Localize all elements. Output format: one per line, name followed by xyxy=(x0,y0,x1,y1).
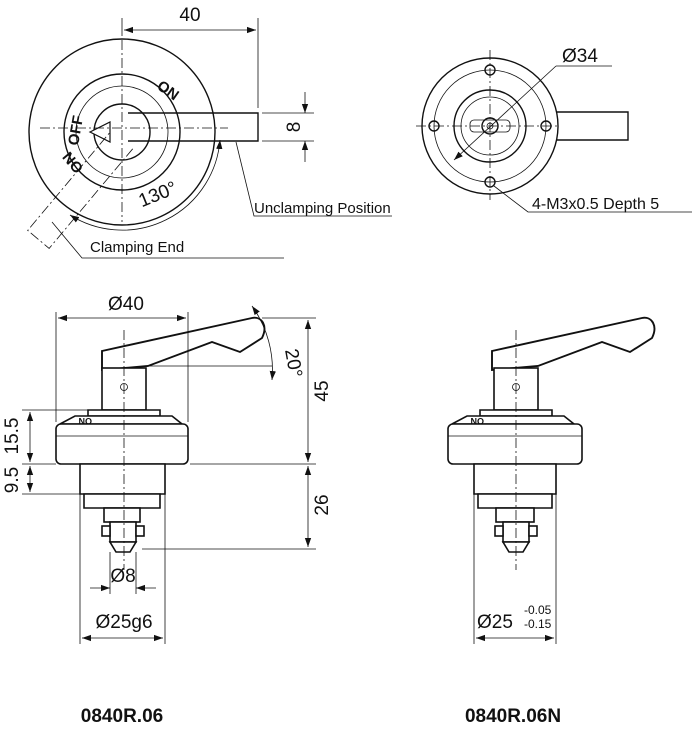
dim-shank-fit-left: Ø25g6 xyxy=(95,612,152,633)
side-view-left: ON Ø40 20° 45 26 xyxy=(2,294,333,727)
dim-rotation-angle: 130° xyxy=(136,178,180,212)
dim-top-width: 40 xyxy=(179,5,200,26)
dim-body-diameter: Ø40 xyxy=(108,294,144,315)
dial-label-on-lower: ON xyxy=(60,148,87,176)
dim-flange-height: 15.5 xyxy=(2,418,23,455)
label-unclamping: Unclamping Position xyxy=(254,200,391,217)
dim-shank-base-right: Ø25 xyxy=(477,612,513,633)
part-number-left: 0840R.06 xyxy=(81,706,163,727)
lever-clamping-ghost xyxy=(27,130,134,249)
side-view-right: ON Ø25 -0.05 -0.15 0840R.06N xyxy=(447,316,656,727)
outer-dial-ring xyxy=(28,38,216,226)
dim-step-height: 9.5 xyxy=(2,467,23,493)
top-right-view: Ø34 4-M3x0.5 Depth 5 xyxy=(416,46,692,213)
lever-handle-right xyxy=(491,316,656,372)
dim-height-upper: 45 xyxy=(312,380,333,401)
body-left xyxy=(55,423,189,465)
lever-horizontal xyxy=(128,112,259,142)
dim-lever-tilt: 20° xyxy=(280,347,306,379)
body-right xyxy=(447,423,583,465)
side-mark-right: ON xyxy=(471,416,485,426)
dial-label-off: OFF xyxy=(65,114,87,146)
dim-lever-thickness: 8 xyxy=(284,122,305,133)
lever-handle xyxy=(101,316,266,372)
dim-flange-diameter: Ø34 xyxy=(562,46,598,67)
dim-tol-upper: -0.05 xyxy=(524,603,552,617)
dim-height-lower: 26 xyxy=(312,494,333,515)
part-number-right: 0840R.06N xyxy=(465,706,561,727)
top-left-view: 40 8 130° ON OFF ON Unclamping Position … xyxy=(27,5,392,259)
label-thread: 4-M3x0.5 Depth 5 xyxy=(532,196,659,213)
dim-tol-lower: -0.15 xyxy=(524,617,552,631)
label-clamping: Clamping End xyxy=(90,239,184,256)
dial-label-on: ON xyxy=(154,77,182,104)
side-mark-left: ON xyxy=(79,416,93,426)
dim-pin-diameter: Ø8 xyxy=(110,566,135,587)
